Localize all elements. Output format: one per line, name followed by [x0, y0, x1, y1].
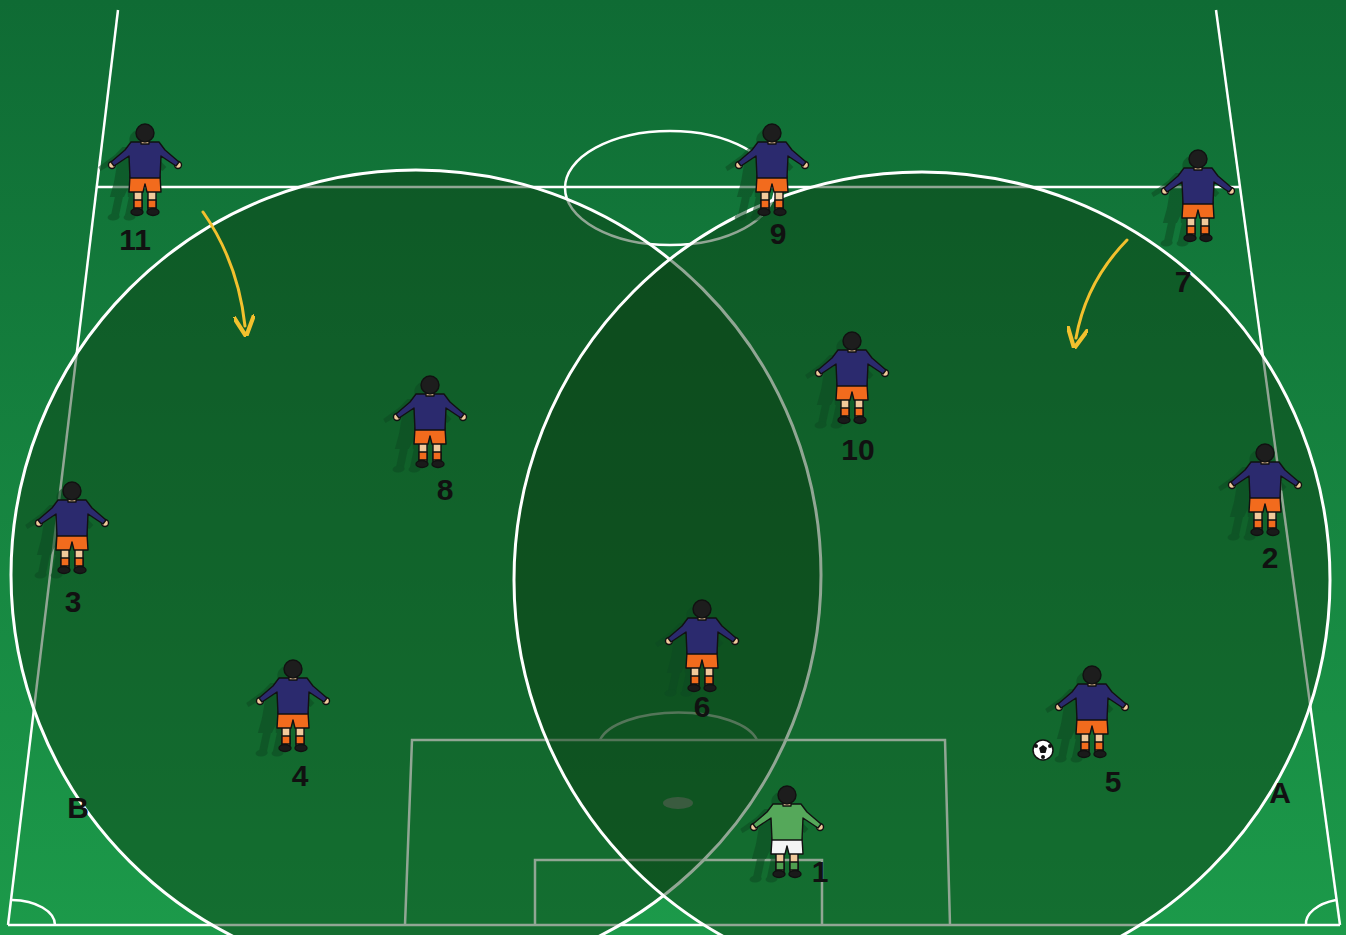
callout-number: 4: [292, 761, 309, 791]
zone-label: A: [1269, 778, 1291, 808]
callout-number: 9: [770, 219, 787, 249]
callout-number: 5: [1105, 767, 1122, 797]
callout-number: 1: [812, 857, 829, 887]
callout-number: 2: [1262, 543, 1279, 573]
callout-number: 3: [65, 587, 82, 617]
callout-number: 8: [437, 475, 454, 505]
callout-number: 11: [119, 225, 151, 255]
callout-number: 7: [1175, 267, 1192, 297]
zone-label: B: [67, 793, 89, 823]
callout-number: 6: [694, 692, 711, 722]
callout-number: 10: [841, 435, 874, 465]
players: [14, 124, 1302, 883]
zone-circles: [11, 170, 1330, 935]
ball: [1033, 740, 1053, 760]
shift-arrows: [203, 212, 1127, 338]
